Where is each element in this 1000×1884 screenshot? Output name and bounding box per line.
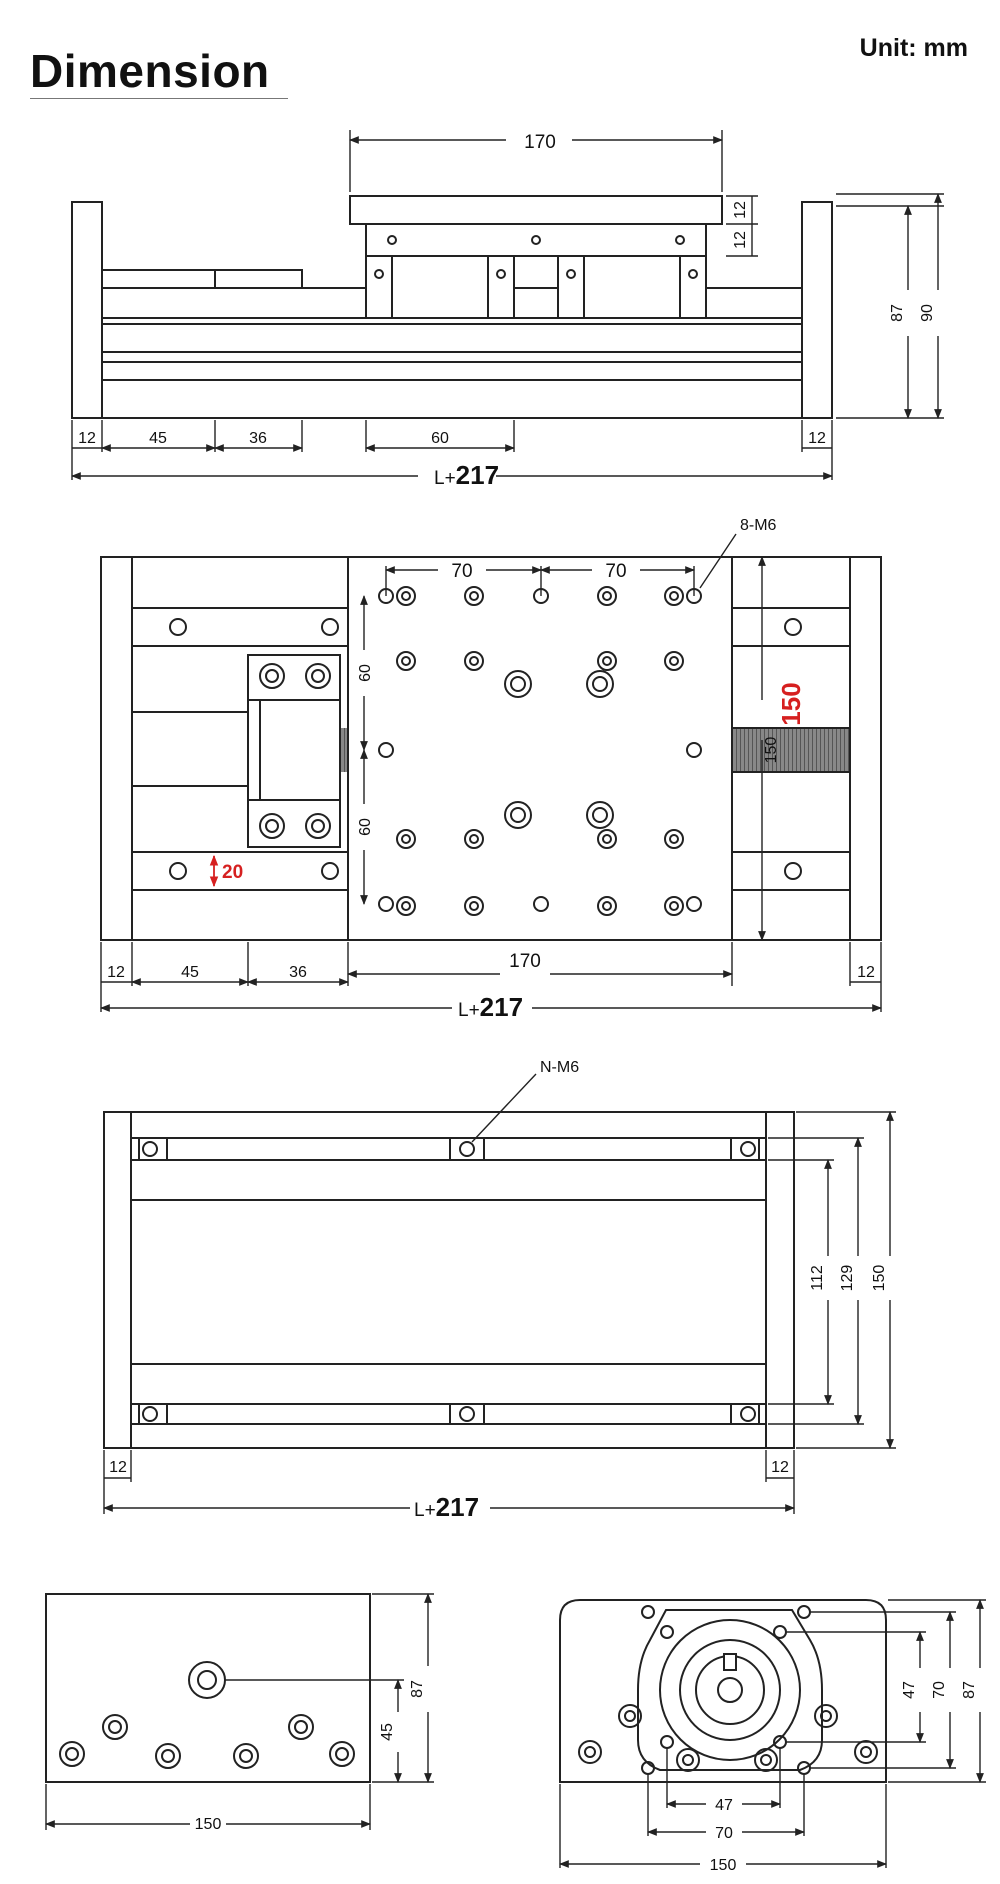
title-underline (30, 98, 288, 99)
side-top-plate (349, 195, 723, 225)
top-dim-seg-a: 45 (181, 964, 199, 981)
top-dim-spacing-2: 70 (605, 561, 626, 582)
rail-hole (784, 618, 802, 636)
rail-hole (169, 618, 187, 636)
top-dim-vertical-1: 60 (357, 664, 374, 682)
top-dim-total-value: 217 (480, 992, 523, 1022)
bottom-dim-end-left: 12 (109, 1459, 127, 1476)
side-motor-block (101, 269, 303, 289)
rail-hole (321, 862, 339, 880)
right-end-dim-70-v: 70 (931, 1681, 948, 1699)
side-dim-top-width: 170 (524, 132, 556, 153)
top-dim-seg-b: 36 (289, 964, 307, 981)
page-title: Dimension (30, 45, 270, 97)
bottom-dim-total: L+217 (414, 1492, 479, 1522)
right-end-dimensions (559, 1599, 986, 1868)
bottom-dim-total-prefix: L+ (414, 1500, 436, 1521)
top-view (100, 556, 882, 941)
side-end-plate-right (801, 201, 833, 419)
flange-holes (578, 1605, 878, 1775)
left-end-view (45, 1593, 371, 1783)
top-dim-table-width: 170 (509, 951, 541, 972)
bottom-dim-129: 129 (839, 1265, 856, 1292)
side-middle-plate (365, 223, 707, 257)
left-end-dim-width: 150 (195, 1816, 222, 1833)
right-end-dim-70-h: 70 (715, 1825, 733, 1842)
right-end-dim-87: 87 (961, 1681, 978, 1699)
side-view (71, 195, 833, 419)
side-dim-seg-b: 36 (249, 430, 267, 447)
side-view-dimensions (71, 130, 944, 480)
bottom-dim-150: 150 (871, 1265, 888, 1292)
bottom-holes-label: N-M6 (540, 1059, 579, 1076)
bottom-view-dimensions (103, 1073, 896, 1514)
side-dim-seg-c: 60 (431, 430, 449, 447)
side-end-plate-left (71, 201, 103, 419)
left-end-dim-hole-height: 45 (379, 1723, 396, 1741)
bottom-dim-end-right: 12 (771, 1459, 789, 1476)
side-dim-height-inner: 87 (889, 304, 906, 322)
left-end-dimensions (45, 1593, 434, 1830)
top-dim-rail-width-small: 150 (763, 737, 780, 764)
top-dim-rail-width: 150 (776, 682, 806, 725)
right-end-dim-47-h: 47 (715, 1797, 733, 1814)
right-end-dim-47-v: 47 (901, 1681, 918, 1699)
bottom-dim-total-value: 217 (436, 1492, 479, 1522)
top-dim-offset-red: 20 (222, 862, 243, 883)
top-dim-end-right: 12 (857, 964, 875, 981)
rail-hole (321, 618, 339, 636)
unit-label: Unit: mm (859, 34, 968, 62)
right-end-dim-150: 150 (710, 1857, 737, 1874)
top-dim-total: L+217 (458, 992, 523, 1022)
lead-screw (731, 727, 851, 773)
bottom-holes (138, 1137, 760, 1425)
side-dim-total-value: 217 (456, 460, 499, 490)
side-dim-end-right: 12 (808, 430, 826, 447)
side-bearing-block-right (557, 255, 707, 319)
side-bearing-block-left (365, 255, 515, 319)
bottom-outline (103, 1111, 795, 1449)
carriage-plate (347, 556, 733, 941)
side-dim-plate-1: 12 (732, 201, 749, 219)
bottom-dim-112: 112 (809, 1265, 826, 1291)
top-dim-total-prefix: L+ (458, 1000, 480, 1021)
side-dim-seg-a: 45 (149, 430, 167, 447)
top-holes-label: 8-M6 (740, 517, 777, 534)
side-dim-total: L+217 (434, 460, 499, 490)
left-end-dim-height: 87 (409, 1680, 426, 1698)
side-dim-plate-2: 12 (732, 231, 749, 249)
bottom-view (103, 1111, 795, 1449)
side-dim-height-outer: 90 (919, 304, 936, 322)
top-dim-vertical-2: 60 (357, 818, 374, 836)
plate-holes (378, 586, 702, 916)
rail-hole (169, 862, 187, 880)
top-view-dimensions (100, 533, 882, 1012)
right-end-view (559, 1599, 887, 1783)
top-dim-end-left: 12 (107, 964, 125, 981)
top-dim-spacing-1: 70 (451, 561, 472, 582)
side-dim-end-left: 12 (78, 430, 96, 447)
rail-hole (784, 862, 802, 880)
side-dim-total-prefix: L+ (434, 468, 456, 489)
